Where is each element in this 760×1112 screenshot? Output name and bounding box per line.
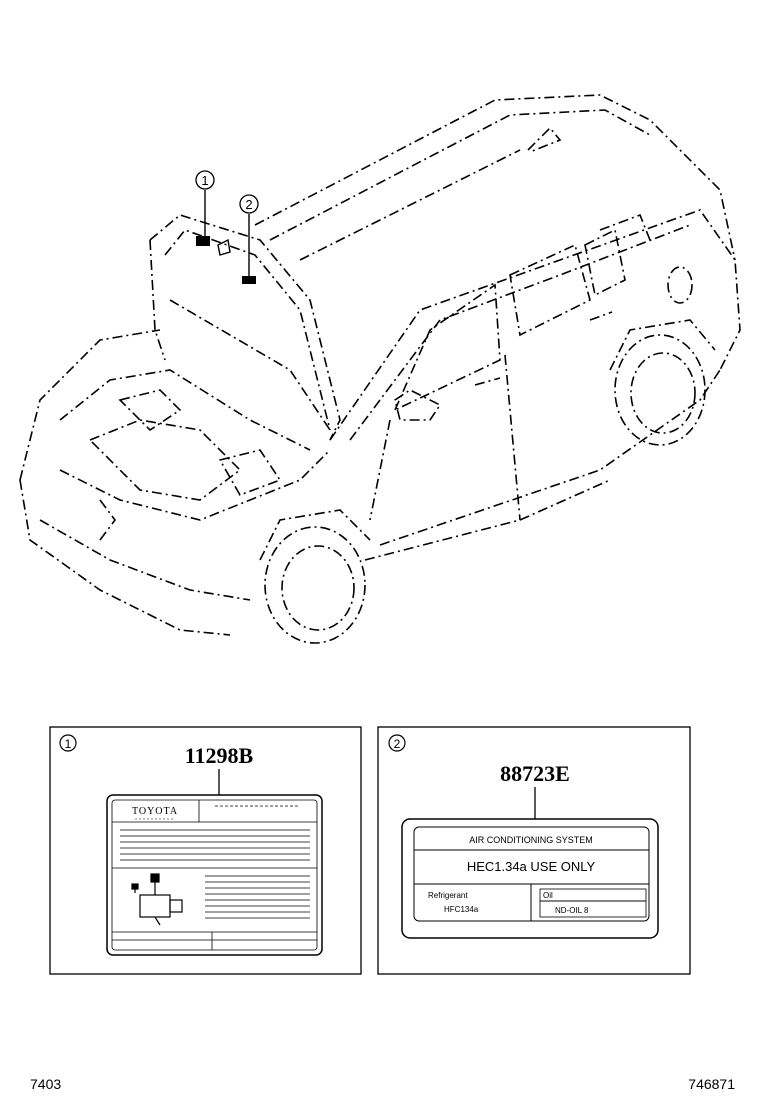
label-brand: TOYOTA: [132, 806, 178, 817]
panel-1-part-number: 11298B: [185, 743, 254, 768]
svg-text:1: 1: [65, 737, 72, 751]
callout-circle-1: [195, 170, 215, 190]
label-header: AIR CONDITIONING SYSTEM: [469, 835, 593, 845]
compressor-icon: [131, 873, 183, 926]
refrigerant-value: HFC134a: [444, 905, 479, 914]
refrigerant-label: Refrigerant: [428, 891, 468, 900]
oil-label: Oil: [543, 891, 553, 900]
hood-latch-icon: [217, 238, 231, 256]
vehicle-illustration: [19, 94, 741, 644]
footer-right-code: 746871: [688, 1076, 735, 1092]
callout-circle-2: [239, 194, 259, 214]
callout-number-2: 2: [245, 197, 252, 212]
ac-refrigerant-label: [401, 818, 659, 939]
warning-label-1: [106, 794, 323, 956]
footer-left-code: 7403: [30, 1076, 61, 1092]
label-main-text: HEC1.34a USE ONLY: [467, 859, 596, 874]
oil-value: ND-OIL 8: [555, 906, 589, 915]
label-2-marker: [242, 276, 256, 284]
svg-text:2: 2: [394, 737, 401, 751]
label-1-marker: [196, 236, 210, 246]
callout-number-1: 1: [201, 173, 208, 188]
panel-2-part-number: 88723E: [500, 761, 570, 786]
panel-1: 1 11298B TOYOTA: [49, 726, 362, 975]
panel-2: 2 88723E AIR CONDITIONING SYSTEM HEC1.34…: [377, 726, 691, 975]
